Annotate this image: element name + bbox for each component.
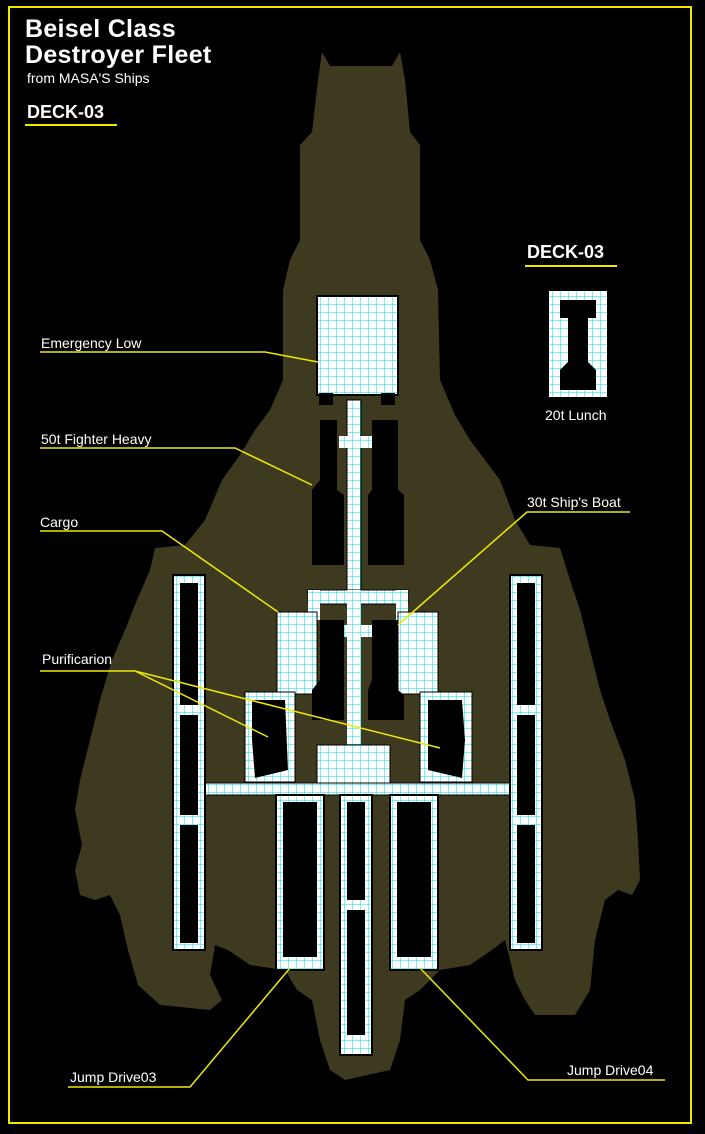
wing-compartment xyxy=(180,715,198,815)
cargo-bay-left xyxy=(276,611,318,695)
callout-jump-drive-04: Jump Drive04 xyxy=(567,1062,654,1078)
callout-jump-drive-03: Jump Drive03 xyxy=(70,1069,157,1085)
leader-lines xyxy=(40,351,665,1088)
inset-caption: 20t Lunch xyxy=(545,407,607,423)
callout-emergency-low: Emergency Low xyxy=(41,335,142,351)
aft-compartment xyxy=(347,910,365,1035)
wing-compartment xyxy=(180,825,198,943)
wing-compartment xyxy=(517,715,535,815)
jump-drive-04 xyxy=(397,802,431,957)
central-corridor xyxy=(346,399,362,591)
emergency-low-block xyxy=(316,295,399,396)
cross-corridor xyxy=(339,436,375,448)
cargo-bay-right xyxy=(397,611,439,695)
wing-compartment xyxy=(180,583,198,705)
callout-purification: Purificarion xyxy=(42,651,113,667)
boat-bay-left xyxy=(312,620,344,720)
callout-fighter-heavy: 50t Fighter Heavy xyxy=(41,431,152,447)
central-lower-block xyxy=(316,744,391,786)
callout-cargo: Cargo xyxy=(40,514,79,530)
connector xyxy=(381,393,395,405)
inset-deck-label: DECK-03 xyxy=(527,242,605,262)
title-line-1: Beisel Class xyxy=(25,15,176,43)
jump-drive-03 xyxy=(283,802,317,957)
wing-compartment xyxy=(517,583,535,705)
main-transverse-corridor xyxy=(199,782,516,796)
fighter-bay-right xyxy=(368,420,404,565)
subtitle: from MASA'S Ships xyxy=(27,70,150,86)
page-frame xyxy=(8,6,692,1124)
central-corridor-lower xyxy=(347,590,361,745)
purification-room-right xyxy=(428,700,465,778)
wing-compartment xyxy=(517,825,535,943)
deck-label: DECK-03 xyxy=(27,102,105,122)
aft-compartment xyxy=(347,802,365,900)
boat-bay-right xyxy=(368,620,404,720)
inset-launch xyxy=(560,300,596,390)
connector xyxy=(319,393,333,405)
purification-room-left xyxy=(252,700,288,778)
fighter-bay-left xyxy=(312,420,344,565)
title-line-2: Destroyer Fleet xyxy=(25,41,212,69)
callout-ships-boat: 30t Ship's Boat xyxy=(527,494,621,510)
